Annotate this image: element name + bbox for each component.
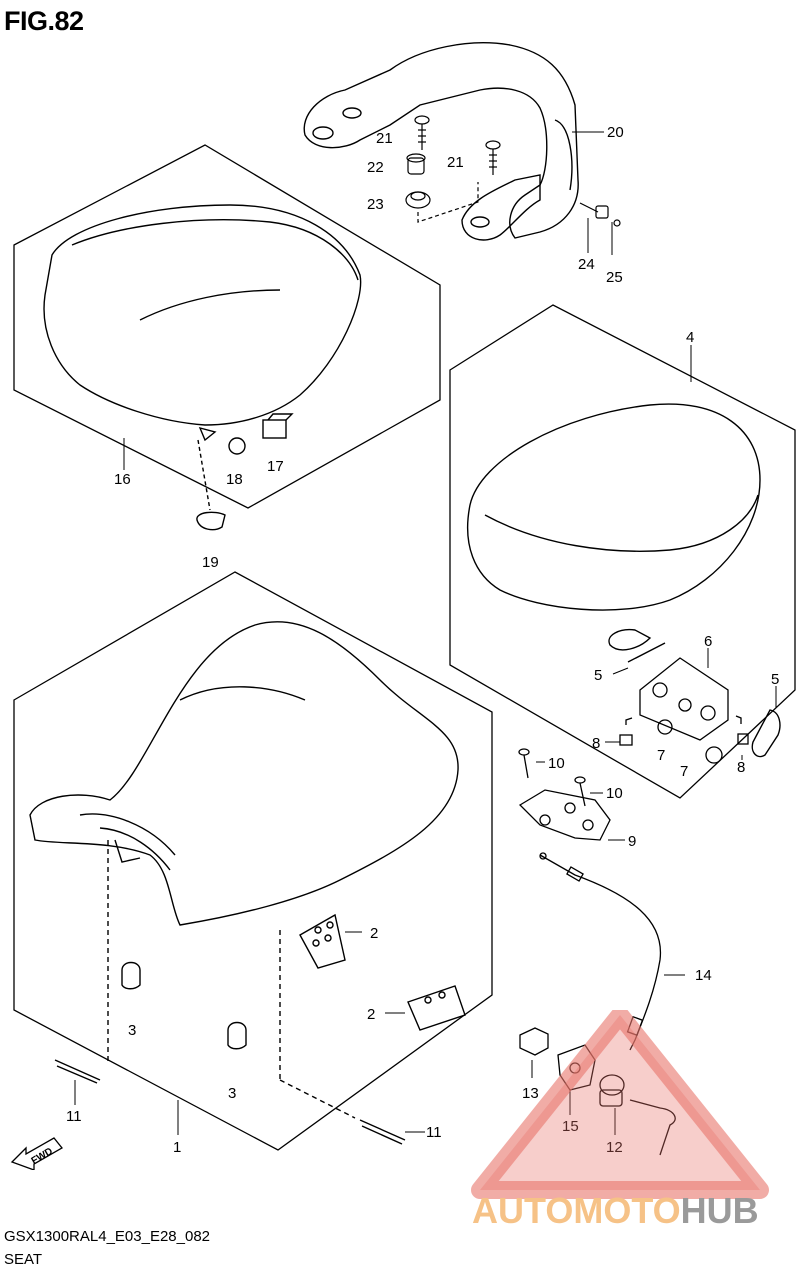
callout-10b: 10 [606,785,623,802]
model-code: GSX1300RAL4_E03_E28_082 [4,1228,211,1245]
callout-2b: 2 [367,1006,375,1023]
rail-bolts [405,115,501,223]
callout-6: 6 [704,633,712,650]
callout-16: 16 [114,471,131,488]
leader-lines [74,131,777,1135]
callout-9: 9 [628,833,636,850]
callout-5a: 5 [594,667,602,684]
callout-20: 20 [607,124,624,141]
callout-23: 23 [367,196,384,213]
fwd-arrow-icon: FWD [10,1137,63,1170]
grab-rail-part-20 [303,42,579,241]
callout-labels: 20 21 21 22 23 24 25 16 17 18 19 4 6 5 5… [66,124,779,1156]
figure-title: FIG.82 [4,6,84,36]
callout-21a: 21 [376,130,393,147]
panel-part-1 [13,571,493,1151]
watermark-brand: AUTOMOTOHUB [472,1190,759,1232]
panel-part-4 [449,304,796,799]
callout-11b: 11 [426,1124,442,1141]
callout-25: 25 [606,269,623,286]
callout-18: 18 [226,471,243,488]
callout-8a: 8 [592,735,600,752]
watermark-brand-left: AUTOMOTO [472,1190,681,1231]
callout-7b: 7 [680,763,688,780]
callout-21b: 21 [447,154,464,171]
bracket-part-6 [619,657,749,764]
callout-7a: 7 [657,747,665,764]
seat-cover-part-16 [43,204,362,531]
callout-11a: 11 [66,1108,82,1125]
callout-15: 15 [562,1118,579,1135]
callout-3b: 3 [228,1085,236,1102]
callout-3a: 3 [128,1022,136,1039]
callout-14: 14 [695,967,712,984]
bolt-part-24-25 [579,202,621,227]
callout-2a: 2 [370,925,378,942]
callout-19: 19 [202,554,219,571]
callout-12: 12 [606,1139,623,1156]
watermark-brand-right: HUB [680,1190,759,1231]
seat-lock-set [519,1027,676,1156]
section-name: SEAT [4,1251,43,1268]
callout-13: 13 [522,1085,539,1102]
panel-part-16 [13,144,441,509]
callout-24: 24 [578,256,595,273]
cable-part-14 [539,852,662,1051]
front-seat-part-1 [29,621,466,1145]
callout-17: 17 [267,458,284,475]
callout-8b: 8 [737,759,745,776]
seat-latch-part-9 [518,748,611,841]
rear-seat-part-4 [466,403,781,758]
callout-4: 4 [686,329,694,346]
callout-5b: 5 [771,671,779,688]
callout-22: 22 [367,159,384,176]
callout-10a: 10 [548,755,565,772]
callout-1: 1 [173,1139,181,1156]
